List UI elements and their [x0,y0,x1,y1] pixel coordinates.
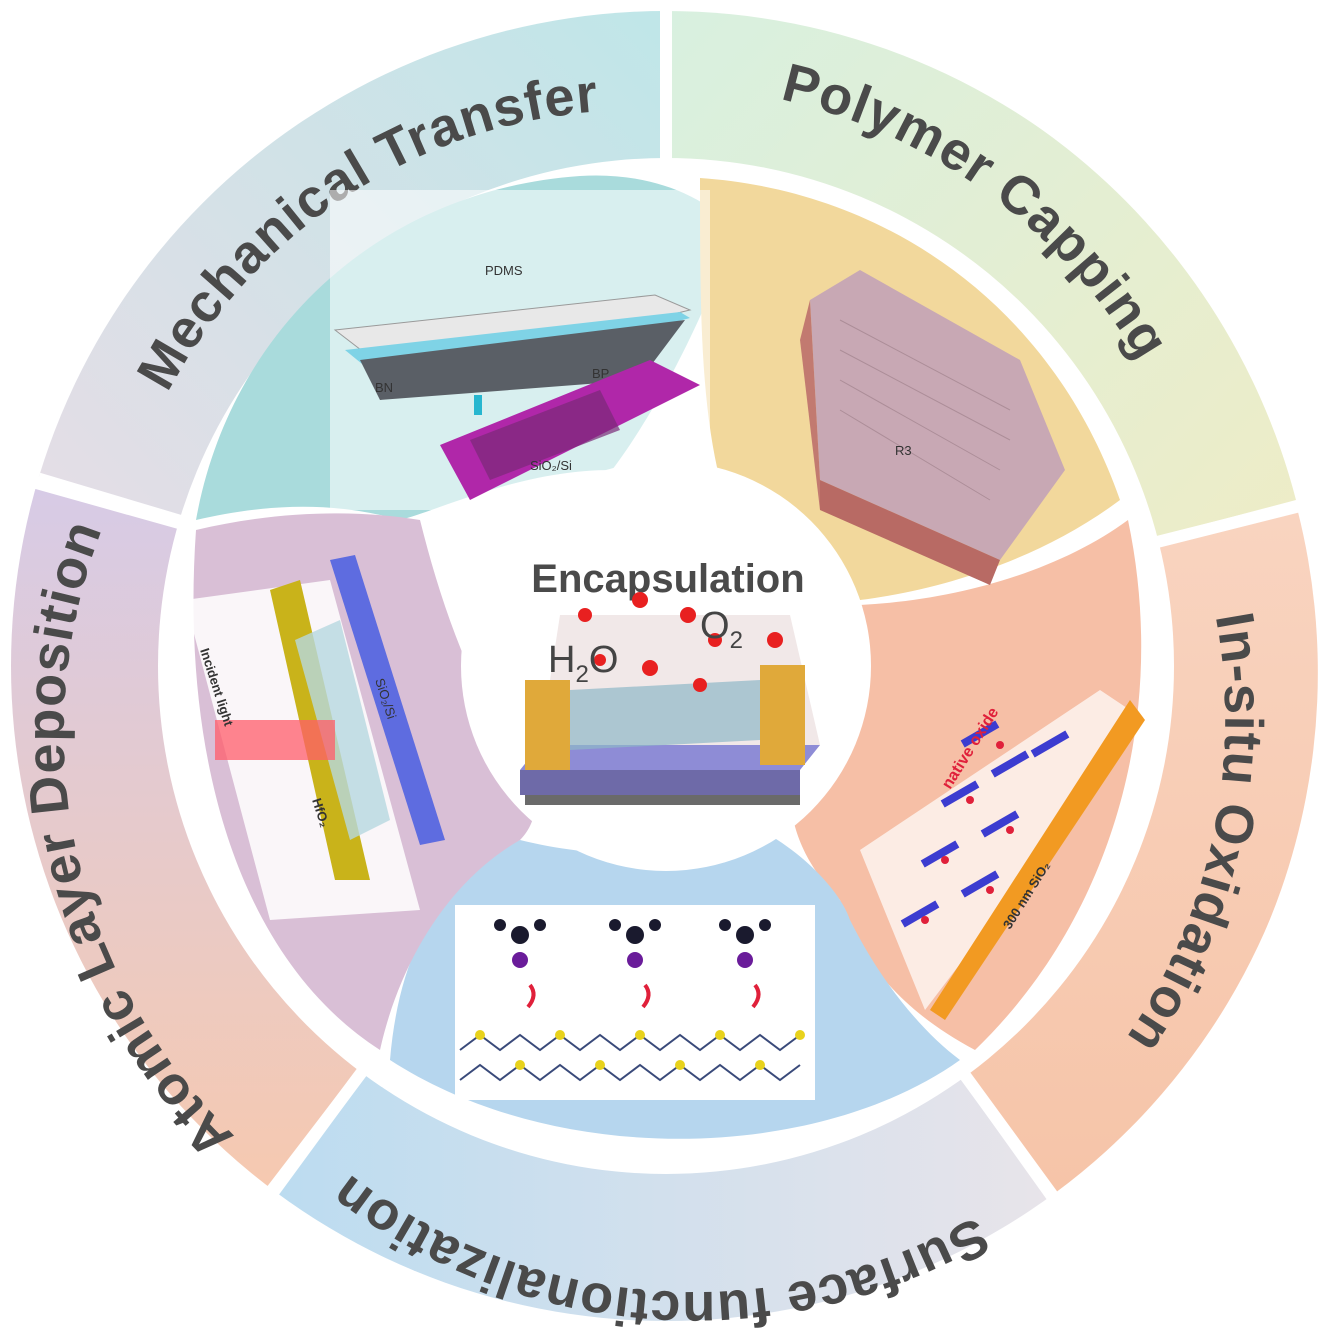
right-electrode [760,665,805,765]
label-o2: O2 [700,605,743,654]
incident-light-beam [215,720,335,760]
molecule-row [494,919,771,944]
oxidized-atoms [900,720,1070,928]
label-bn: BN [375,380,393,395]
illustration-polymer-capping: R3 [800,270,1065,585]
label-sio2-si: SiO₂/Si [530,458,572,473]
label-bp: BP [592,366,609,381]
illustration-in-situ-oxidation: native oxide 300 nm SiO₂ [860,690,1145,1020]
illustration-surface-functionalization [455,905,815,1100]
transfer-arrow [474,395,482,415]
illustration-mechanical-transfer: PDMS BN BP SiO₂/Si [330,190,710,510]
center-encapsulation: Encapsulation H2O O2 [461,461,871,871]
polymer-layer-mark: R3 [895,443,912,458]
molecules [578,592,783,692]
label-pdms: PDMS [485,263,523,278]
left-electrode [525,680,570,770]
label-h2o: H2O [548,639,618,688]
center-title: Encapsulation [531,557,804,601]
